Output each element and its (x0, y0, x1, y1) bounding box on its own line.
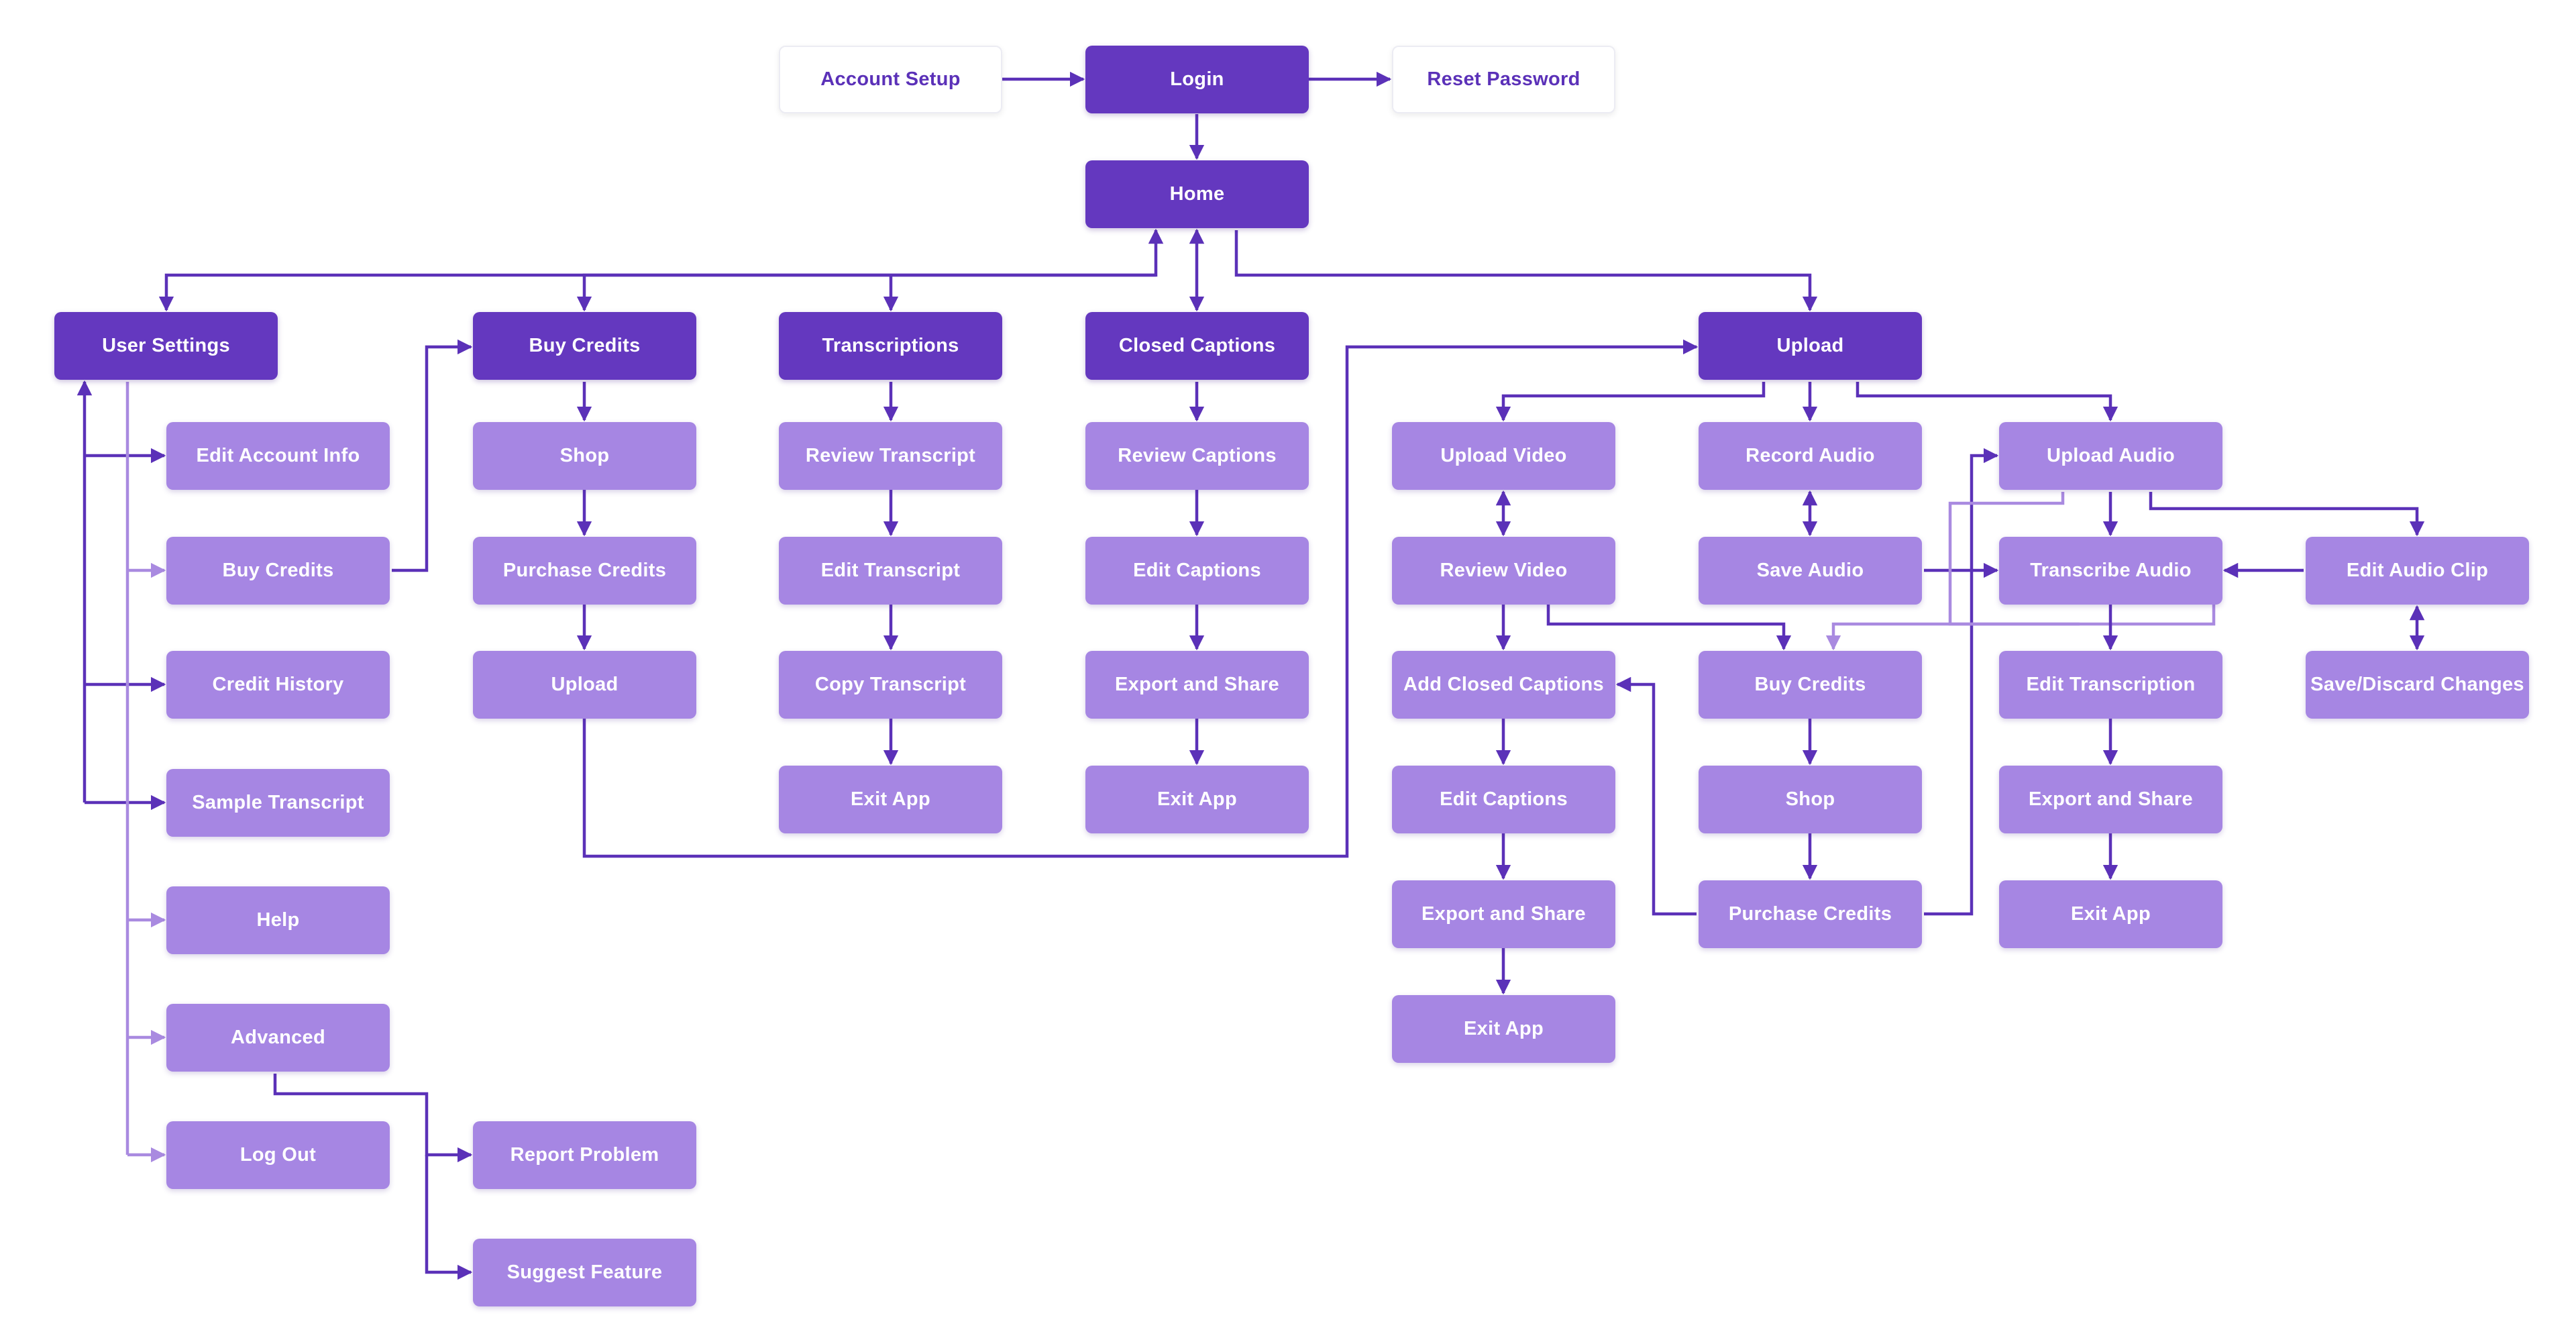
node-review-video[interactable]: Review Video (1392, 537, 1615, 605)
node-edit-account-info[interactable]: Edit Account Info (166, 422, 390, 490)
node-tr-exit-app[interactable]: Exit App (779, 766, 1002, 833)
node-up-shop[interactable]: Shop (1699, 766, 1922, 833)
node-advanced[interactable]: Advanced (166, 1004, 390, 1072)
node-account-setup[interactable]: Account Setup (779, 46, 1002, 113)
connector-line-4 (576, 273, 1156, 312)
node-suggest-feature[interactable]: Suggest Feature (473, 1239, 696, 1306)
connector-line-53 (2149, 492, 2425, 537)
node-upload-audio[interactable]: Upload Audio (1999, 422, 2222, 490)
connector-line-47 (1948, 492, 2216, 626)
node-upload-video[interactable]: Upload Video (1392, 422, 1615, 490)
connector-line-40 (1546, 605, 1792, 651)
node-us-buy-credits[interactable]: Buy Credits (166, 537, 390, 605)
node-record-audio[interactable]: Record Audio (1699, 422, 1922, 490)
node-uv-edit-captions[interactable]: Edit Captions (1392, 766, 1615, 833)
node-review-transcript[interactable]: Review Transcript (779, 422, 1002, 490)
connector-line-44 (1615, 676, 1697, 916)
node-save-audio[interactable]: Save Audio (1699, 537, 1922, 605)
connector-line-34 (1856, 382, 2118, 422)
node-copy-transcript[interactable]: Copy Transcript (779, 651, 1002, 719)
node-reset-password[interactable]: Reset Password (1392, 46, 1615, 113)
node-upload[interactable]: Upload (1699, 312, 1922, 380)
node-uv-exit-app[interactable]: Exit App (1392, 995, 1615, 1063)
node-bc-purchase-credits[interactable]: Purchase Credits (473, 537, 696, 605)
node-help[interactable]: Help (166, 886, 390, 954)
node-edit-audio-clip[interactable]: Edit Audio Clip (2306, 537, 2529, 605)
node-login[interactable]: Login (1085, 46, 1309, 113)
connector-line-32 (1495, 382, 1766, 422)
node-user-settings[interactable]: User Settings (54, 312, 278, 380)
node-buy-credits[interactable]: Buy Credits (473, 312, 696, 380)
node-edit-transcription[interactable]: Edit Transcription (1999, 651, 2222, 719)
node-log-out[interactable]: Log Out (166, 1121, 390, 1189)
node-cc-exit-app[interactable]: Exit App (1085, 766, 1309, 833)
node-report-problem[interactable]: Report Problem (473, 1121, 696, 1189)
connector-line-18 (273, 1074, 473, 1163)
node-bc-shop[interactable]: Shop (473, 422, 696, 490)
connector-line-7 (1234, 230, 1818, 312)
node-sample-transcript[interactable]: Sample Transcript (166, 769, 390, 837)
connector-line-23 (582, 339, 1699, 858)
node-save-discard-changes[interactable]: Save/Discard Changes (2306, 651, 2529, 719)
connector-line-3 (158, 228, 1164, 312)
connector-line-48 (1825, 622, 2080, 651)
node-credit-history[interactable]: Credit History (166, 651, 390, 719)
node-add-closed-captions[interactable]: Add Closed Captions (1392, 651, 1615, 719)
node-uv-export-share[interactable]: Export and Share (1392, 880, 1615, 948)
node-ua-export-share[interactable]: Export and Share (1999, 766, 2222, 833)
node-review-captions[interactable]: Review Captions (1085, 422, 1309, 490)
connector-line-19 (425, 1155, 473, 1280)
connector-line-17 (392, 339, 473, 572)
node-closed-captions[interactable]: Closed Captions (1085, 312, 1309, 380)
node-up-buy-credits[interactable]: Buy Credits (1699, 651, 1922, 719)
connector-line-45 (1924, 448, 1999, 916)
node-transcriptions[interactable]: Transcriptions (779, 312, 1002, 380)
node-transcribe-audio[interactable]: Transcribe Audio (1999, 537, 2222, 605)
node-ua-exit-app[interactable]: Exit App (1999, 880, 2222, 948)
node-home[interactable]: Home (1085, 160, 1309, 228)
node-bc-upload[interactable]: Upload (473, 651, 696, 719)
node-up-purchase-credits[interactable]: Purchase Credits (1699, 880, 1922, 948)
node-cc-export-share[interactable]: Export and Share (1085, 651, 1309, 719)
node-cc-edit-captions[interactable]: Edit Captions (1085, 537, 1309, 605)
node-edit-transcript[interactable]: Edit Transcript (779, 537, 1002, 605)
